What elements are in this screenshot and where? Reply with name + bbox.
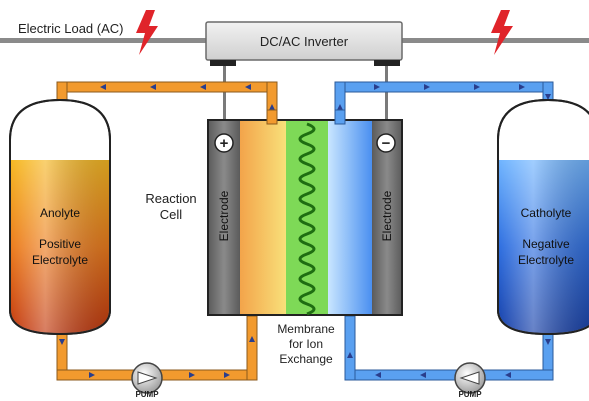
minus-symbol: − [382,135,391,152]
flow-arrow-icon [337,104,343,110]
ac-line-right [400,38,589,43]
reaction-cell: + − Electrode Electrode [207,109,403,316]
membrane-coil [298,122,316,316]
left-electrode-label: Electrode [217,190,231,241]
flow-arrow-icon [474,84,480,90]
inverter-terminal-right [374,60,400,66]
flow-arrow-icon [59,339,65,345]
left-pump: PUMP [131,362,163,399]
flow-arrow-icon [189,372,195,378]
inverter-terminal-left [210,60,236,66]
anolyte-title: Anolyte [40,206,80,220]
flow-arrows [59,84,551,378]
catholyte-title: Catholyte [521,206,572,220]
inverter-label: DC/AC Inverter [260,34,349,49]
anolyte-half-cell [240,120,286,315]
lightning-icon [136,10,158,55]
flow-arrow-icon [224,372,230,378]
flow-arrow-icon [89,372,95,378]
flow-arrow-icon [375,372,381,378]
electric-load-label: Electric Load (AC) [18,21,123,36]
lightning-icon [491,10,513,55]
flow-arrow-icon [100,84,106,90]
flow-arrow-icon [374,84,380,90]
dc-ac-inverter: DC/AC Inverter [205,21,403,66]
membrane-label-line1: Membrane [277,322,335,336]
catholyte-line2: Electrolyte [518,253,574,267]
catholyte-line1: Negative [522,237,570,251]
membrane-label-line2: for Ion [289,337,323,351]
right-electrode-label: Electrode [380,190,394,241]
right-pump: PUMP [454,362,486,399]
flow-arrow-icon [424,84,430,90]
flow-arrow-icon [269,104,275,110]
membrane [286,120,328,315]
left-pump-label: PUMP [135,390,159,399]
flow-arrow-icon [347,352,353,358]
catholyte-half-cell [328,120,372,315]
catholyte-pipes [334,81,554,381]
ac-line [0,38,589,43]
right-pump-label: PUMP [458,390,482,399]
reaction-cell-label-line2: Cell [160,207,183,222]
ac-line-left [0,38,206,43]
plus-symbol: + [220,135,229,152]
flow-arrow-icon [545,94,551,100]
flow-arrow-icon [245,84,251,90]
anolyte-line2: Electrolyte [32,253,88,267]
catholyte-tank: Catholyte Negative Electrolyte [497,98,589,336]
flow-arrow-icon [519,84,525,90]
flow-arrow-icon [249,336,255,342]
reaction-cell-label-line1: Reaction [145,191,196,206]
flow-arrow-icon [545,339,551,345]
plus-terminal-icon [214,133,234,153]
membrane-label-line3: Exchange [279,352,333,366]
anolyte-line1: Positive [39,237,81,251]
flow-arrow-icon [420,372,426,378]
flow-arrow-icon [505,372,511,378]
minus-terminal-icon [376,133,396,153]
anolyte-tank: Anolyte Positive Electrolyte [9,98,111,336]
flow-arrow-icon [150,84,156,90]
wire-left [223,66,226,120]
wire-right [385,66,388,120]
flow-arrow-icon [200,84,206,90]
